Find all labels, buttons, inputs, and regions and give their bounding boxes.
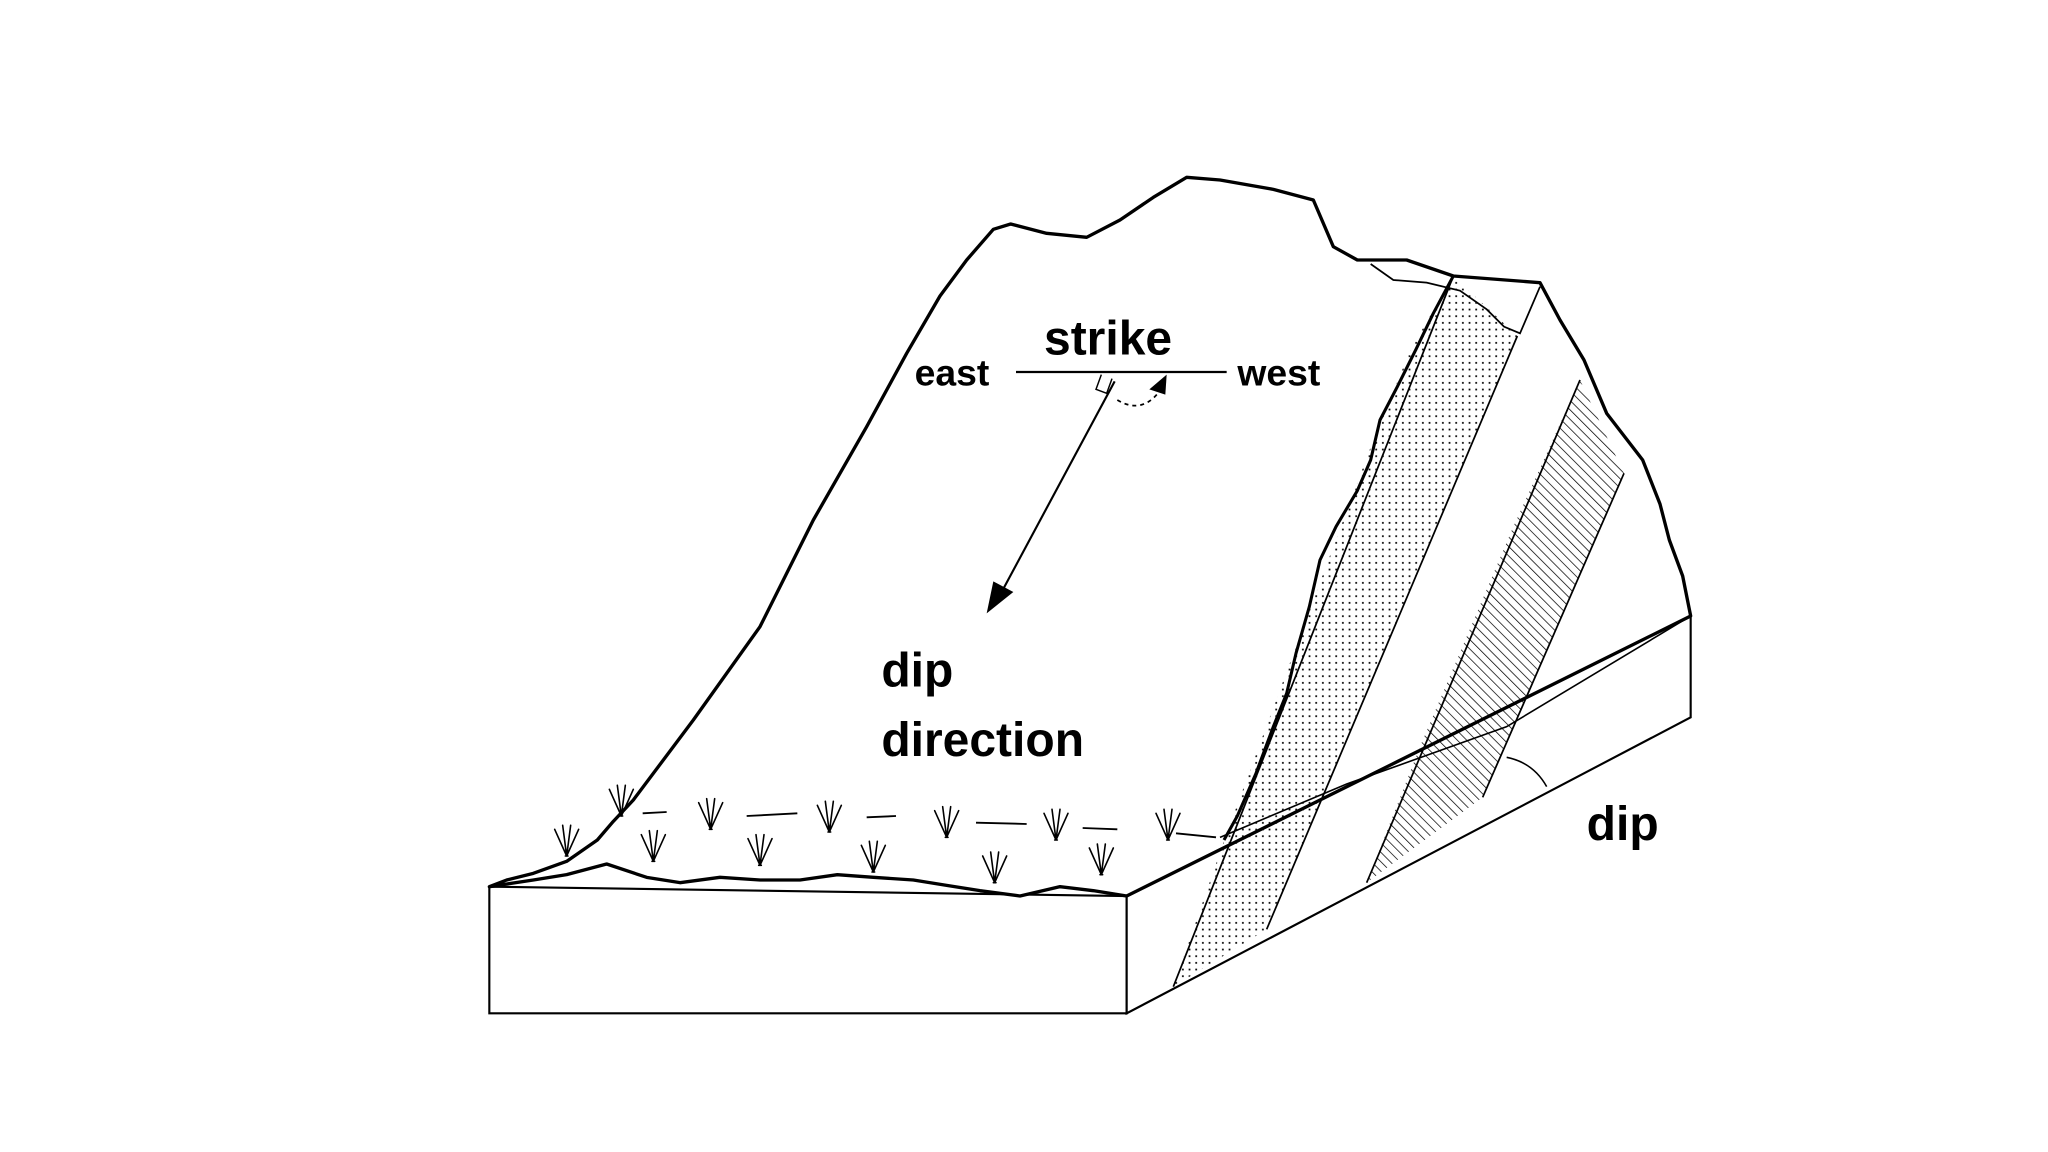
layer-boundary-3 [1365,379,1581,884]
horizontal-plane-line [1219,615,1692,839]
base-dashed-line [642,811,1217,839]
rotation-arrowhead [1149,374,1167,395]
dotted-rock-layer [1173,276,1518,987]
layer-boundary-1 [1172,275,1455,987]
east-label: east [915,351,990,393]
dip-direction-label-line1: dip [881,645,953,698]
west-label: west [1236,351,1320,393]
layer-boundary-2 [1265,335,1519,930]
dip-direction-label-line2: direction [881,714,1084,767]
dip-label: dip [1587,798,1659,851]
hatched-rock-layer [1366,380,1624,883]
strike-label: strike [1044,313,1172,366]
mountain-face-edge [1222,275,1455,841]
ridge-crest-line [1370,263,1541,335]
dip-angle-arc [1506,756,1548,788]
block-front-face [488,885,1128,1015]
dip-direction-arrowhead [986,581,1014,614]
right-angle-marker [1095,374,1113,395]
dip-direction-arrow-line [996,380,1116,601]
grass-tufts [553,784,1181,884]
layer-boundary-4 [1481,472,1625,798]
